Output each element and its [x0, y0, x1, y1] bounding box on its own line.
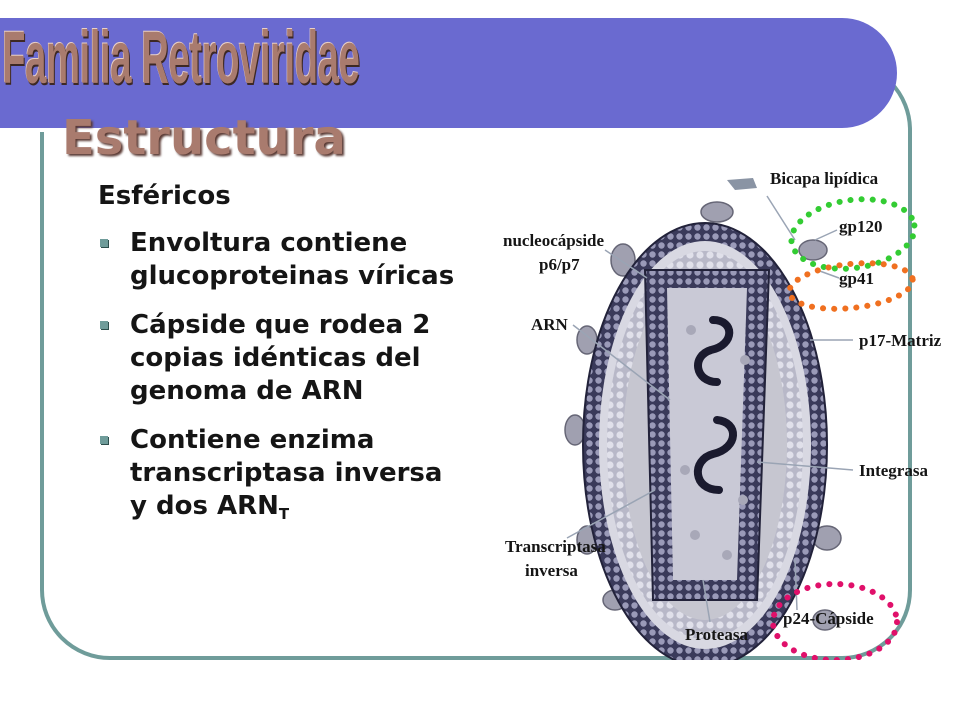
enzyme-dots [680, 325, 750, 560]
bullet-item: Cápside que rodea 2 copias idénticas del… [98, 309, 518, 408]
label-gp120: gp120 [839, 217, 882, 236]
bullet-line: genoma de ARN [130, 376, 364, 406]
bullet-square-icon [100, 239, 108, 247]
bullet-line-text: y dos ARN [130, 491, 279, 521]
label-gp41: gp41 [839, 269, 874, 288]
bullet-item: Contiene enzima transcriptasa inversa y … [98, 424, 518, 531]
label-p6p7: p6/p7 [539, 255, 580, 274]
bullet-list: Envoltura contiene glucoproteinas vírica… [98, 227, 518, 531]
label-nucleocapside: nucleocápside [503, 231, 605, 250]
slide-title: Familia Retroviridae [2, 16, 360, 99]
highlight-gp120 [788, 196, 918, 272]
bullet-line: y dos ARNT [130, 490, 518, 531]
rna-strand [694, 316, 734, 386]
bullet-line: Contiene enzima [130, 425, 375, 455]
label-proteasa: Proteasa [685, 625, 748, 644]
slide-subtitle: Estructura [62, 110, 346, 166]
label-transcriptasa: Transcriptasa [505, 537, 606, 556]
slide-content: Esféricos Envoltura contiene glucoprotei… [98, 180, 518, 547]
lead-text: Esféricos [98, 181, 231, 211]
bullet-line: Cápside que rodea 2 [130, 310, 431, 340]
bullet-square-icon [100, 321, 108, 329]
title-divider [40, 128, 848, 132]
spike-group [564, 201, 842, 631]
label-p24: p24-Cápside [783, 609, 874, 628]
highlight-gp41 [786, 260, 916, 312]
bullet-line: transcriptasa inversa [130, 458, 443, 488]
label-p17: p17-Matriz [859, 331, 942, 350]
label-integrasa: Integrasa [859, 461, 928, 480]
leader-lines [566, 195, 854, 623]
virus-diagram: Bicapa lipídica gp120 gp41 nucleocápside… [503, 169, 942, 660]
bullet-item: Envoltura contiene glucoproteinas vírica… [98, 227, 518, 293]
title-band [0, 18, 897, 128]
bullet-square-icon [100, 436, 108, 444]
bullet-line: copias idénticas del [130, 343, 421, 373]
label-inversa: inversa [525, 561, 578, 580]
highlight-p24 [770, 581, 900, 660]
label-arn: ARN [531, 315, 569, 334]
bullet-line: glucoproteinas víricas [130, 261, 455, 291]
rna-strand [693, 416, 737, 494]
capsid-interior [667, 288, 747, 580]
label-bicapa: Bicapa lipídica [770, 169, 879, 188]
pointer-icon [727, 178, 757, 190]
bullet-line: Envoltura contiene [130, 228, 408, 258]
subscript: T [278, 505, 290, 523]
